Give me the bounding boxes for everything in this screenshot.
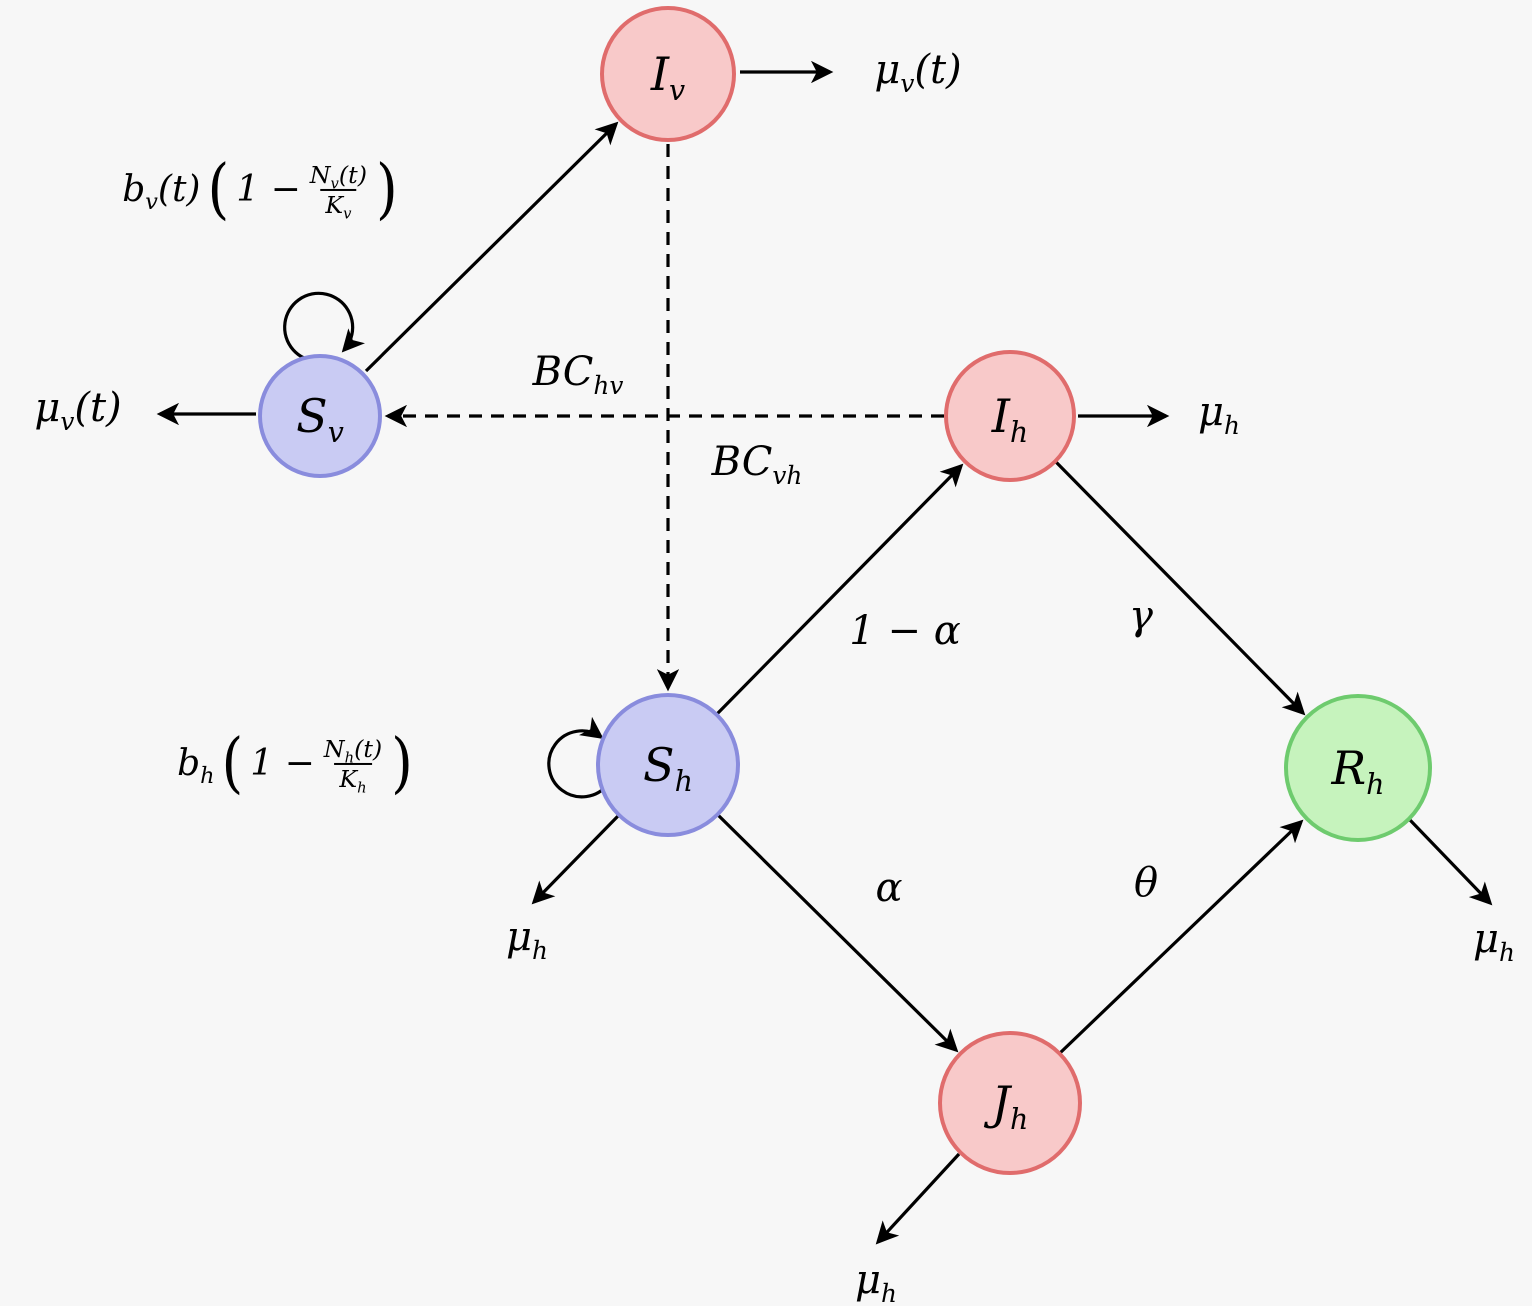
left-paren: (	[207, 151, 230, 228]
fraction-numerator: Nh(t)	[323, 734, 383, 767]
edge-sv-to-iv	[364, 121, 619, 373]
vector-capacity-fraction: Nv(t) Kv	[309, 160, 367, 222]
label-mu-h-out-of-Sh: μh	[506, 914, 548, 965]
edge-sh-to-mu-h	[531, 814, 620, 905]
label-gamma: γ	[1129, 593, 1153, 639]
label-alpha: α	[875, 865, 903, 911]
edge-sh-to-jh	[716, 813, 959, 1053]
label-mu-h-out-of-Jh: μh	[855, 1257, 897, 1306]
node-label-Iv: Iv	[650, 47, 686, 108]
node-Iv	[600, 6, 736, 142]
node-label-Sv: Sv	[296, 389, 344, 450]
label-mu-v-out-of-Sv: μv(t)	[34, 385, 122, 436]
node-label-Sh: Sh	[643, 738, 693, 799]
edge-jh-to-mu-h	[875, 1152, 961, 1245]
label-mu-h-out-of-Ih: μh	[1198, 389, 1240, 440]
right-paren: )	[391, 725, 413, 802]
fraction-numerator: Nv(t)	[309, 160, 367, 193]
label-vector-birth-rate: bv(t) ( 1 − Nv(t) Kv )	[122, 157, 397, 223]
label-one-minus-alpha: 1 − α	[849, 608, 961, 654]
edge-rh-to-mu-h	[1408, 818, 1493, 906]
edge-jh-to-rh	[1058, 819, 1304, 1055]
label-BC-vh: BCvh	[711, 439, 803, 490]
node-label-Jh: Jh	[991, 1076, 1029, 1137]
node-label-Rh: Rh	[1331, 741, 1385, 802]
edge-sh-to-ih	[715, 463, 964, 716]
edge-ih-to-rh	[1054, 460, 1306, 716]
label-mu-h-out-of-Rh: μh	[1473, 916, 1515, 967]
one-minus-text: 1 −	[250, 743, 315, 784]
edge-sv-birth-self-loop	[283, 291, 366, 360]
node-label-Ih: Ih	[991, 389, 1029, 450]
edge-sh-birth-self-loop	[547, 716, 610, 799]
fraction-denominator: Kh	[334, 763, 372, 796]
label-host-birth-rate: bh ( 1 − Nh(t) Kh )	[177, 731, 413, 797]
host-birth-prefix: bh	[177, 743, 215, 790]
right-paren: )	[375, 151, 398, 228]
node-Sv	[258, 354, 382, 478]
label-BC-hv: BChv	[532, 349, 624, 400]
label-theta: θ	[1133, 860, 1159, 906]
label-mu-v-out-of-Iv: μv(t)	[874, 47, 962, 98]
vector-birth-prefix: bv(t)	[122, 169, 201, 216]
node-Sh	[596, 693, 740, 837]
fraction-denominator: Kv	[320, 189, 357, 222]
node-Ih	[944, 350, 1076, 482]
left-paren: (	[221, 725, 244, 802]
host-capacity-fraction: Nh(t) Kh	[323, 734, 383, 796]
one-minus-text: 1 −	[236, 169, 301, 210]
node-Rh	[1284, 694, 1432, 842]
node-Jh	[938, 1031, 1082, 1175]
